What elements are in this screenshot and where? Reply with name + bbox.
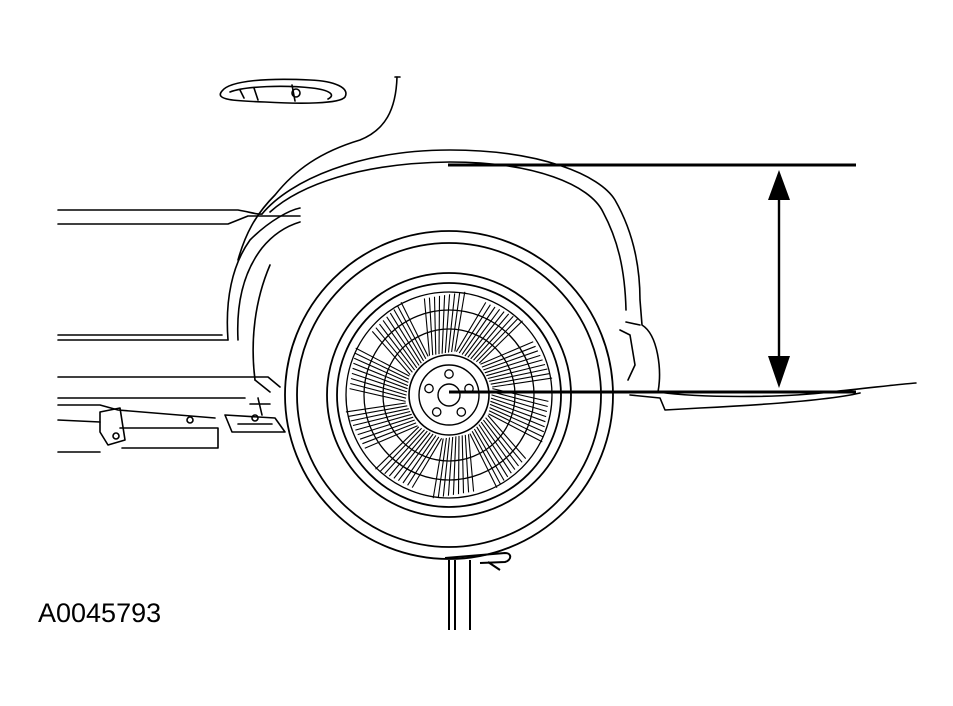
lug-nut [444,369,454,379]
wheel-spoke [488,388,549,443]
quarter-panel-edge [237,76,398,261]
wheel-hub [408,354,490,436]
underbody-components [57,397,286,449]
dimension-arrows [768,170,790,388]
figure-reference-id: A0045793 [38,598,162,628]
wheel-spoke [480,341,553,388]
jack-stand [444,551,512,630]
wheel-spokes [345,291,553,499]
tire [284,230,614,560]
rear-fascia [619,321,641,381]
wheel-arch-outer [261,149,661,393]
vehicle-body [57,76,917,453]
wheel-arch-liner [226,207,301,341]
wheel-spoke [469,415,527,489]
lug-nuts [424,369,474,417]
arrow-up-icon [768,170,790,200]
alloy-wheel [345,291,553,499]
wheel-spoke [375,426,443,488]
measurement-lines [448,163,856,394]
door-handle [219,78,347,104]
wheel-spoke [345,402,418,449]
wheel-spoke [423,291,466,356]
lug-nut [424,383,434,394]
rocker-panel [57,334,229,341]
wheel-spoke [349,347,410,402]
lug-nut [431,407,442,417]
wheel-spoke [455,302,523,364]
wheel-spoke [432,434,475,499]
body-character-line [57,209,263,215]
arrow-down-icon [768,356,790,388]
wheel-spoke [371,301,429,375]
lug-nut [456,407,467,417]
